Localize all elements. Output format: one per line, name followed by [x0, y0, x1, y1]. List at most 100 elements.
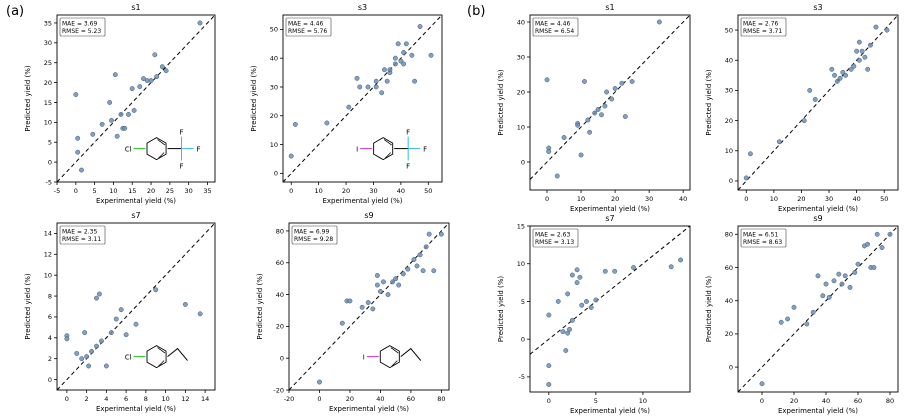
data-point	[852, 270, 858, 275]
data-point	[163, 68, 169, 74]
y-tick-label: 10	[44, 271, 52, 279]
data-point	[747, 151, 753, 157]
data-point	[631, 265, 636, 270]
data-point	[94, 295, 99, 301]
y-tick-label: 20	[44, 79, 52, 87]
data-point	[64, 336, 70, 342]
y-tick-label: 25	[44, 59, 52, 67]
data-point	[820, 293, 826, 299]
data-point	[843, 72, 849, 78]
data-point	[574, 280, 580, 286]
data-point	[839, 281, 845, 287]
data-point	[569, 317, 575, 323]
x-tick-label: 60	[407, 395, 415, 403]
y-tick-label: -5	[46, 178, 52, 186]
x-tick-label: 10	[161, 395, 169, 403]
data-point	[887, 231, 893, 237]
y-tick-label: 8	[48, 292, 52, 300]
data-point	[584, 299, 589, 304]
data-point	[159, 64, 165, 70]
x-tick-label: 25	[166, 187, 174, 195]
data-point	[804, 321, 810, 327]
x-tick-label: 10	[577, 195, 585, 203]
data-point	[417, 24, 423, 29]
data-point	[428, 52, 434, 58]
data-point	[357, 84, 363, 90]
x-axis-label: Experimental yield (%)	[96, 405, 176, 413]
data-point	[609, 96, 615, 102]
plot-frame	[56, 222, 216, 391]
y-tick-label: 10	[517, 260, 525, 268]
halogen-atom: Cl	[125, 146, 132, 154]
data-point	[842, 273, 848, 279]
data-point	[546, 382, 552, 387]
rmse-label: RMSE = 3.71	[743, 28, 782, 35]
panel-label-a: (a)	[6, 4, 25, 19]
x-tick-label: 80	[886, 397, 894, 405]
rmse-label: RMSE = 3.11	[62, 236, 101, 243]
plot-title: s1	[131, 3, 140, 12]
metrics-box	[59, 17, 106, 37]
metrics-box	[59, 225, 106, 245]
mae-label: MAE = 2.35	[62, 229, 97, 236]
x-tick-label: 30	[369, 187, 377, 195]
y-tick-label: 10	[517, 123, 525, 131]
x-axis-label: Experimental yield (%)	[329, 405, 409, 413]
fluorine-atom: F	[180, 163, 184, 171]
y-tick-label: 5	[521, 298, 525, 306]
benzene-ring	[146, 137, 167, 161]
rmse-label: RMSE = 3.13	[535, 239, 574, 246]
parity-line	[737, 14, 899, 191]
data-point	[390, 279, 396, 285]
metrics-box	[285, 17, 332, 37]
data-point	[113, 316, 119, 322]
data-point	[836, 271, 842, 277]
data-point	[546, 363, 552, 369]
data-point	[409, 52, 415, 58]
data-point	[847, 284, 853, 290]
halogen-atom: I	[363, 354, 365, 362]
data-point	[346, 104, 352, 110]
y-tick-label: 35	[44, 19, 52, 27]
data-point	[339, 320, 345, 326]
x-tick-label: 50	[880, 195, 888, 203]
plot-frame	[288, 222, 450, 391]
aromatic-bond	[391, 360, 398, 367]
data-point	[577, 274, 583, 280]
data-point	[112, 72, 118, 78]
data-point	[595, 107, 601, 112]
data-point	[565, 291, 571, 297]
y-tick-label: 80	[725, 231, 733, 239]
x-tick-label: 10	[770, 195, 778, 203]
plot-frame	[56, 14, 216, 183]
x-tick-label: 4	[104, 395, 108, 403]
data-point	[629, 79, 635, 84]
parity-line	[282, 14, 443, 183]
x-tick-label: 0	[289, 187, 293, 195]
data-point	[122, 125, 128, 131]
halogen-atom: Cl	[125, 354, 132, 362]
data-point	[373, 84, 379, 90]
data-point	[182, 301, 188, 307]
data-point	[832, 72, 838, 78]
x-axis-label: Experimental yield (%)	[570, 205, 650, 213]
data-point	[374, 282, 380, 288]
parity-line	[737, 225, 899, 393]
data-point	[602, 103, 608, 109]
data-point	[401, 49, 407, 55]
x-tick-label: 10	[109, 187, 117, 195]
data-point	[359, 304, 365, 310]
data-point	[743, 175, 749, 181]
aromatic-bond	[158, 152, 165, 159]
y-axis-label: Predicted yield (%)	[24, 273, 32, 339]
x-tick-label: 40	[679, 195, 687, 203]
data-point	[656, 19, 662, 25]
data-point	[585, 117, 591, 123]
data-point	[385, 292, 391, 298]
aromatic-bond	[384, 152, 391, 159]
fluorine-atom: F	[180, 129, 184, 137]
y-tick-label: 30	[725, 87, 733, 95]
data-point	[98, 338, 104, 344]
benzene-ring	[373, 137, 394, 161]
